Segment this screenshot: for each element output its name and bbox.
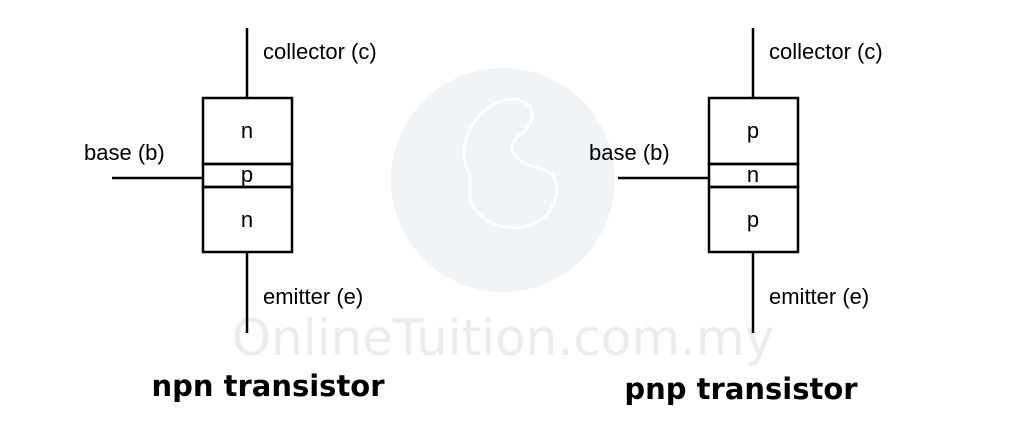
pnp-transistor-diagram: p n p collector (c) base (b) emitter (e)…: [589, 28, 883, 406]
watermark-text: OnlineTuition.com.my: [232, 309, 774, 367]
layer-collector-label: n: [241, 118, 253, 143]
watermark-circle: [391, 68, 615, 292]
pnp-caption: pnp transistor: [624, 372, 858, 406]
collector-label: collector (c): [263, 39, 377, 64]
layer-base-label: n: [747, 162, 759, 187]
layer-emitter-label: n: [241, 207, 253, 232]
watermark: OnlineTuition.com.my: [232, 68, 774, 367]
base-label: base (b): [84, 140, 165, 165]
collector-label: collector (c): [769, 39, 883, 64]
layer-collector-label: p: [747, 118, 759, 143]
npn-transistor-diagram: n p n collector (c) base (b) emitter (e)…: [84, 28, 385, 403]
watermark-mouse-icon: [462, 97, 559, 230]
layer-base-label: p: [241, 162, 253, 187]
emitter-label: emitter (e): [263, 284, 363, 309]
emitter-label: emitter (e): [769, 284, 869, 309]
layer-emitter-label: p: [747, 207, 759, 232]
npn-caption: npn transistor: [151, 369, 385, 403]
base-label: base (b): [589, 140, 670, 165]
